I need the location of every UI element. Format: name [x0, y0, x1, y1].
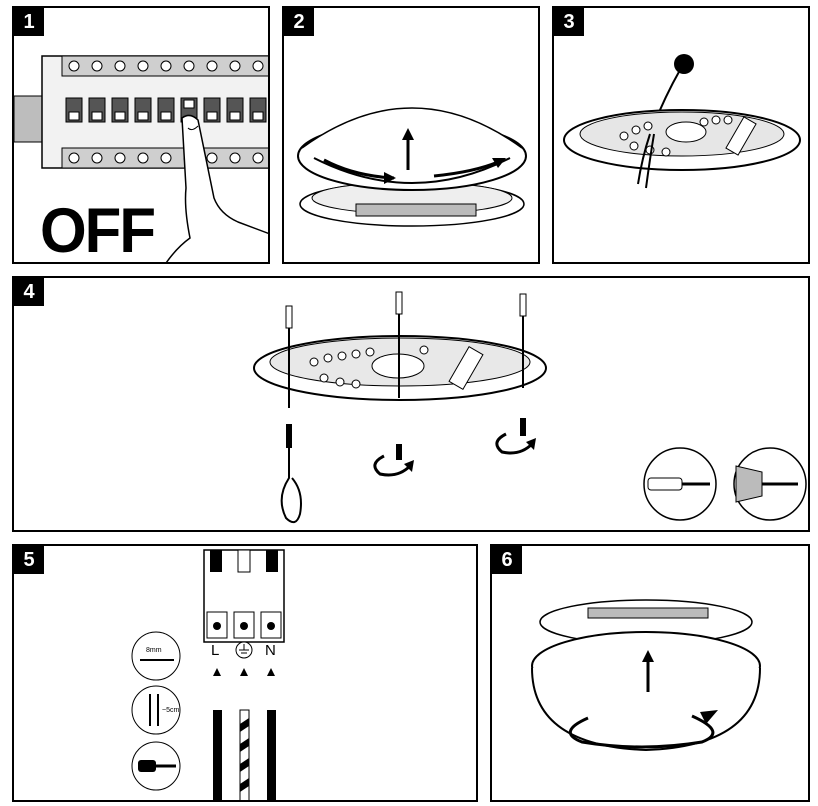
step-3-panel: 3 — [552, 6, 810, 264]
diffuser-dome — [301, 107, 523, 149]
rotate-arrow-right-head — [492, 158, 506, 168]
rotate-arrow-1 — [373, 454, 412, 477]
terminal-label-neutral: N — [265, 642, 276, 659]
led-module — [587, 607, 709, 619]
screwdriver-handle — [647, 477, 683, 491]
led-chips — [309, 345, 429, 389]
lead-wire-1 — [637, 133, 651, 185]
screws — [286, 418, 526, 460]
step-number-3: 3 — [554, 8, 584, 36]
driver-hub — [665, 121, 707, 143]
cable-threading-illustration — [563, 54, 801, 189]
led-strip — [448, 345, 484, 391]
terminal-block — [203, 549, 285, 643]
drill-chuck — [735, 465, 763, 503]
hook — [280, 448, 302, 524]
strip-length-detail — [131, 631, 181, 681]
step-number-2: 2 — [284, 8, 314, 36]
step-4-panel: 4 — [12, 276, 810, 532]
ceiling-box — [674, 54, 694, 74]
wire-neutral — [267, 710, 276, 800]
rotate-arrow-2 — [495, 432, 534, 455]
off-label: OFF — [40, 195, 156, 264]
finger-hand — [165, 114, 268, 262]
rotate-arrow-2-head — [526, 438, 536, 450]
step-6-panel: 6 — [490, 544, 810, 802]
cover-rim — [313, 157, 511, 184]
lift-arrow-head — [402, 128, 414, 140]
drill-lines — [288, 314, 524, 408]
step-number-4: 4 — [14, 278, 44, 306]
bend-length-detail — [131, 685, 181, 735]
lead-wire-2 — [645, 133, 655, 189]
rotate-arrow-1-head — [404, 460, 414, 472]
wiring-illustration: 8mm ~5cm — [131, 549, 285, 800]
step-number-1: 1 — [14, 8, 44, 36]
cover-removal-illustration — [297, 107, 527, 227]
rotate-arrow-head — [700, 710, 718, 724]
cover-refit-illustration — [531, 599, 761, 752]
rotate-arrow — [569, 714, 715, 749]
push-arrow-head — [642, 650, 654, 662]
mounting-illustration — [253, 291, 807, 524]
led-chips — [619, 115, 733, 157]
insert-arrows — [213, 668, 275, 676]
strip-length-label: 8mm — [146, 647, 162, 654]
terminal-label-live: L — [211, 642, 220, 659]
step-5-panel: 5 8mm ~ — [12, 544, 478, 802]
led-strip — [725, 116, 757, 156]
led-module — [355, 203, 477, 217]
step-1-panel: 1 — [12, 6, 270, 264]
rotate-arrow-left-head — [384, 172, 396, 184]
breaker-modules — [61, 55, 268, 169]
wire-earth-stripes — [240, 718, 249, 792]
wall-plugs — [285, 291, 527, 329]
wire-earth — [239, 709, 250, 800]
breaker-illustration — [14, 55, 268, 262]
bend-length-label: ~5cm — [162, 707, 179, 714]
step-number-5: 5 — [14, 546, 44, 574]
diffuser-dome — [531, 667, 761, 752]
step-number-6: 6 — [492, 546, 522, 574]
rotate-arrow-right — [433, 160, 499, 178]
fingernail — [187, 125, 199, 131]
wire-live — [213, 710, 222, 800]
step-2-panel: 2 — [282, 6, 540, 264]
